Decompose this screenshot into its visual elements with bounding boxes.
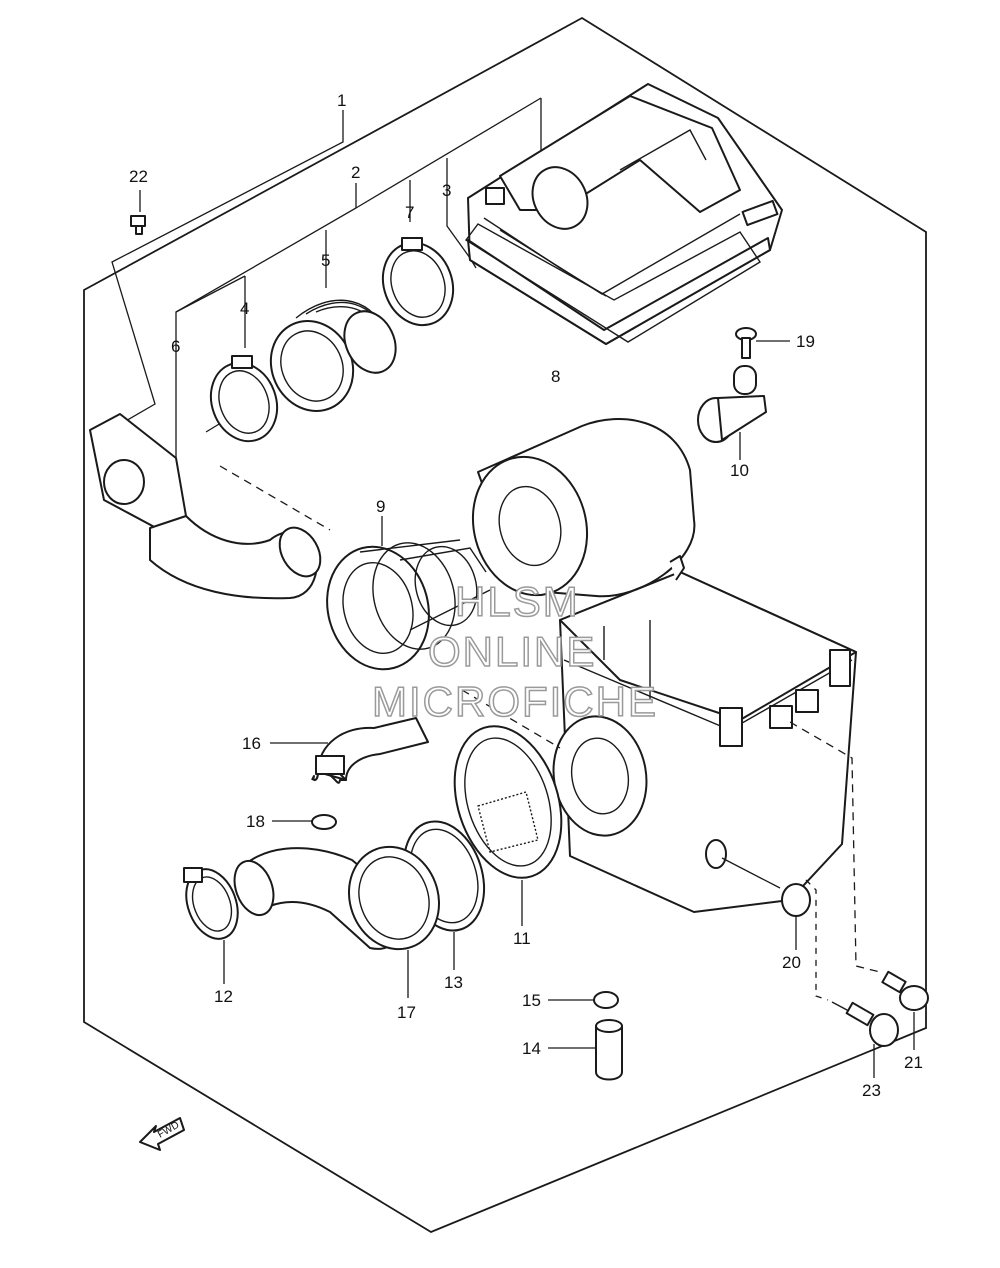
callout-14: 14 xyxy=(522,1039,541,1058)
callout-21: 21 xyxy=(904,1053,923,1072)
leader-6-dash xyxy=(219,465,331,531)
callout-13: 13 xyxy=(444,973,463,992)
screw-19 xyxy=(735,327,790,359)
clip-18 xyxy=(272,814,337,830)
watermark-line-3: MICROFICHE xyxy=(372,678,658,725)
tube-14 xyxy=(548,1019,623,1081)
callout-18: 18 xyxy=(246,812,265,831)
callout-16: 16 xyxy=(242,734,261,753)
filter-cage-9 xyxy=(326,539,491,671)
drain-plug-10 xyxy=(697,365,767,460)
inlet-funnel-17 xyxy=(233,845,441,998)
bolt-23 xyxy=(831,1001,899,1078)
bellows-hose-5 xyxy=(269,299,397,412)
intake-duct xyxy=(89,413,322,600)
leader-case-dash xyxy=(461,689,561,749)
fwd-arrow-icon: FWD xyxy=(139,1117,185,1151)
callout-19: 19 xyxy=(796,332,815,351)
callout-2: 2 xyxy=(351,163,360,182)
callout-4: 4 xyxy=(240,299,249,318)
filter-element-8 xyxy=(471,418,696,598)
callout-6: 6 xyxy=(171,337,180,356)
callout-23: 23 xyxy=(862,1081,881,1100)
clamp-7 xyxy=(381,237,455,327)
assembly-frame xyxy=(83,16,927,1234)
cap-seal-ring xyxy=(464,223,761,343)
callout-22: 22 xyxy=(129,167,148,186)
clamp-12 xyxy=(183,867,239,984)
callout-20: 20 xyxy=(782,953,801,972)
air-cleaner-case xyxy=(552,555,857,913)
grommet-20 xyxy=(721,857,829,1001)
air-cleaner-cap xyxy=(467,83,783,345)
screen-11 xyxy=(453,725,563,926)
callout-1: 1 xyxy=(337,91,346,110)
callout-5: 5 xyxy=(321,251,330,270)
assembly-brackets xyxy=(99,97,542,470)
hose-16 xyxy=(270,717,429,784)
callout-8: 8 xyxy=(551,367,560,386)
screw-22 xyxy=(130,190,146,235)
watermark-line-2: ONLINE xyxy=(428,628,596,675)
callout-11: 11 xyxy=(513,929,531,948)
watermark: HLSM ONLINE MICROFICHE xyxy=(371,577,658,726)
callout-7: 7 xyxy=(405,203,414,222)
clamp-4 xyxy=(209,355,279,443)
callout-9: 9 xyxy=(376,497,385,516)
callout-17: 17 xyxy=(397,1003,416,1022)
bolt-21 xyxy=(789,721,929,1050)
callout-12: 12 xyxy=(214,987,233,1006)
clip-15 xyxy=(548,991,619,1009)
watermark-line-1: HLSM xyxy=(455,578,580,625)
callouts: 1 2 3 4 5 6 7 8 9 10 11 12 13 14 15 16 1… xyxy=(129,91,923,1100)
callout-10: 10 xyxy=(730,461,749,480)
callout-15: 15 xyxy=(522,991,541,1010)
callout-3: 3 xyxy=(442,181,451,200)
